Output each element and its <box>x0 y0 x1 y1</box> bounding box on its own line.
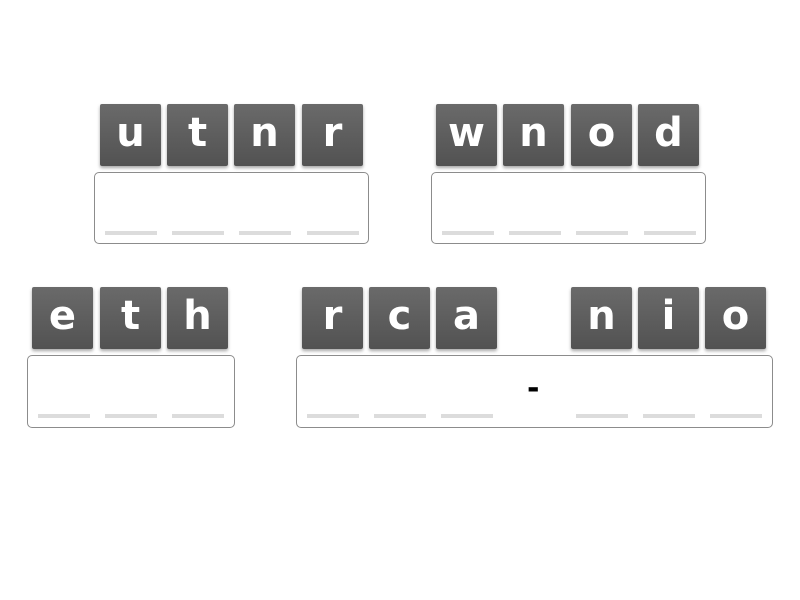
answer-slot[interactable] <box>644 231 696 235</box>
answer-slot[interactable] <box>374 414 426 418</box>
letter-tile[interactable]: n <box>571 287 632 349</box>
letter-tile[interactable]: w <box>436 104 497 166</box>
answer-slot[interactable] <box>105 414 157 418</box>
letter-tile[interactable]: h <box>167 287 228 349</box>
answer-slot[interactable] <box>307 414 359 418</box>
letter-tile[interactable]: a <box>436 287 497 349</box>
letter-tile[interactable]: r <box>302 104 363 166</box>
answer-slot[interactable] <box>509 231 561 235</box>
letter-tile[interactable]: n <box>503 104 564 166</box>
answer-slot[interactable] <box>576 231 628 235</box>
answer-box[interactable] <box>431 172 706 244</box>
letter-tile[interactable]: t <box>167 104 228 166</box>
answer-slot[interactable] <box>105 231 157 235</box>
answer-slot[interactable] <box>239 231 291 235</box>
answer-slot[interactable] <box>643 414 695 418</box>
answer-slot[interactable] <box>172 414 224 418</box>
letter-tile[interactable]: o <box>571 104 632 166</box>
answer-slot[interactable] <box>38 414 90 418</box>
letter-tile[interactable]: u <box>100 104 161 166</box>
hyphen-separator: - <box>527 371 540 406</box>
letter-tile[interactable]: t <box>100 287 161 349</box>
letter-tile[interactable]: c <box>369 287 430 349</box>
answer-slot[interactable] <box>172 231 224 235</box>
answer-box[interactable] <box>27 355 235 428</box>
answer-box[interactable] <box>94 172 369 244</box>
letter-tile[interactable]: e <box>32 287 93 349</box>
answer-box[interactable]: - <box>296 355 773 428</box>
letter-tile[interactable]: d <box>638 104 699 166</box>
answer-slot[interactable] <box>442 231 494 235</box>
answer-slot[interactable] <box>576 414 628 418</box>
answer-slot[interactable] <box>441 414 493 418</box>
answer-slot[interactable] <box>307 231 359 235</box>
letter-tile[interactable]: o <box>705 287 766 349</box>
letter-tile[interactable]: n <box>234 104 295 166</box>
answer-slot[interactable] <box>710 414 762 418</box>
letter-tile[interactable]: r <box>302 287 363 349</box>
letter-tile[interactable]: i <box>638 287 699 349</box>
